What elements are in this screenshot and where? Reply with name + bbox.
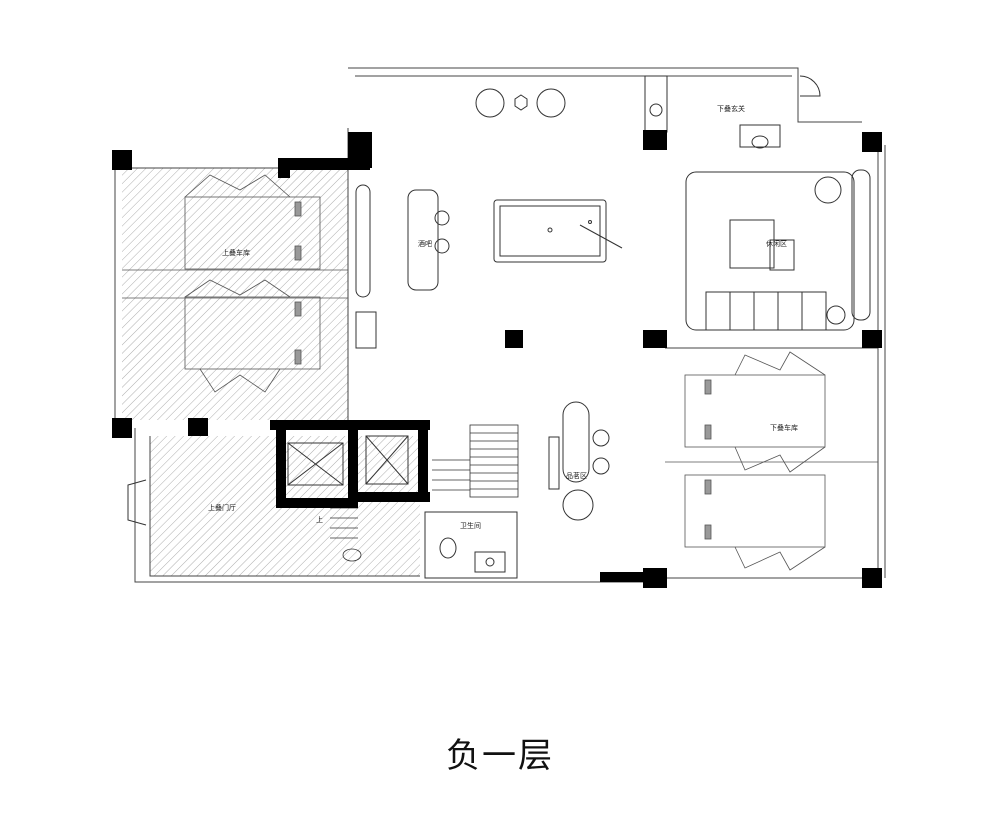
upper-garage-hatch — [122, 168, 348, 420]
structural-walls — [112, 130, 882, 588]
billiard-table — [493, 199, 623, 263]
bar-label: 酒吧 — [418, 240, 432, 248]
upper-foyer-label: 上叠门厅 — [208, 503, 236, 512]
leisure-area-label: 休闲区 — [766, 239, 787, 248]
upper-garage-cars — [122, 174, 348, 393]
floor-caption: 负一层 — [446, 736, 554, 776]
bathroom-label: 卫生间 — [460, 521, 481, 530]
bar-counter — [355, 184, 450, 349]
upper-garage-label: 上叠车库 — [222, 248, 250, 257]
elevators — [287, 435, 409, 486]
stairs — [330, 424, 519, 562]
tea-table — [548, 401, 610, 521]
stair-up-label: 上 — [316, 515, 323, 524]
lower-garage-label: 下叠车库 — [770, 423, 798, 432]
tea-area-label: 品茗区 — [566, 471, 587, 480]
leisure-furniture — [685, 169, 871, 331]
bathroom-fixtures — [424, 511, 518, 579]
lower-entrance-label: 下叠玄关 — [717, 104, 745, 113]
outline — [114, 67, 886, 583]
entrance-fixtures — [127, 75, 821, 526]
lower-garage-cars — [665, 351, 878, 571]
lounge-chairs — [475, 88, 566, 118]
